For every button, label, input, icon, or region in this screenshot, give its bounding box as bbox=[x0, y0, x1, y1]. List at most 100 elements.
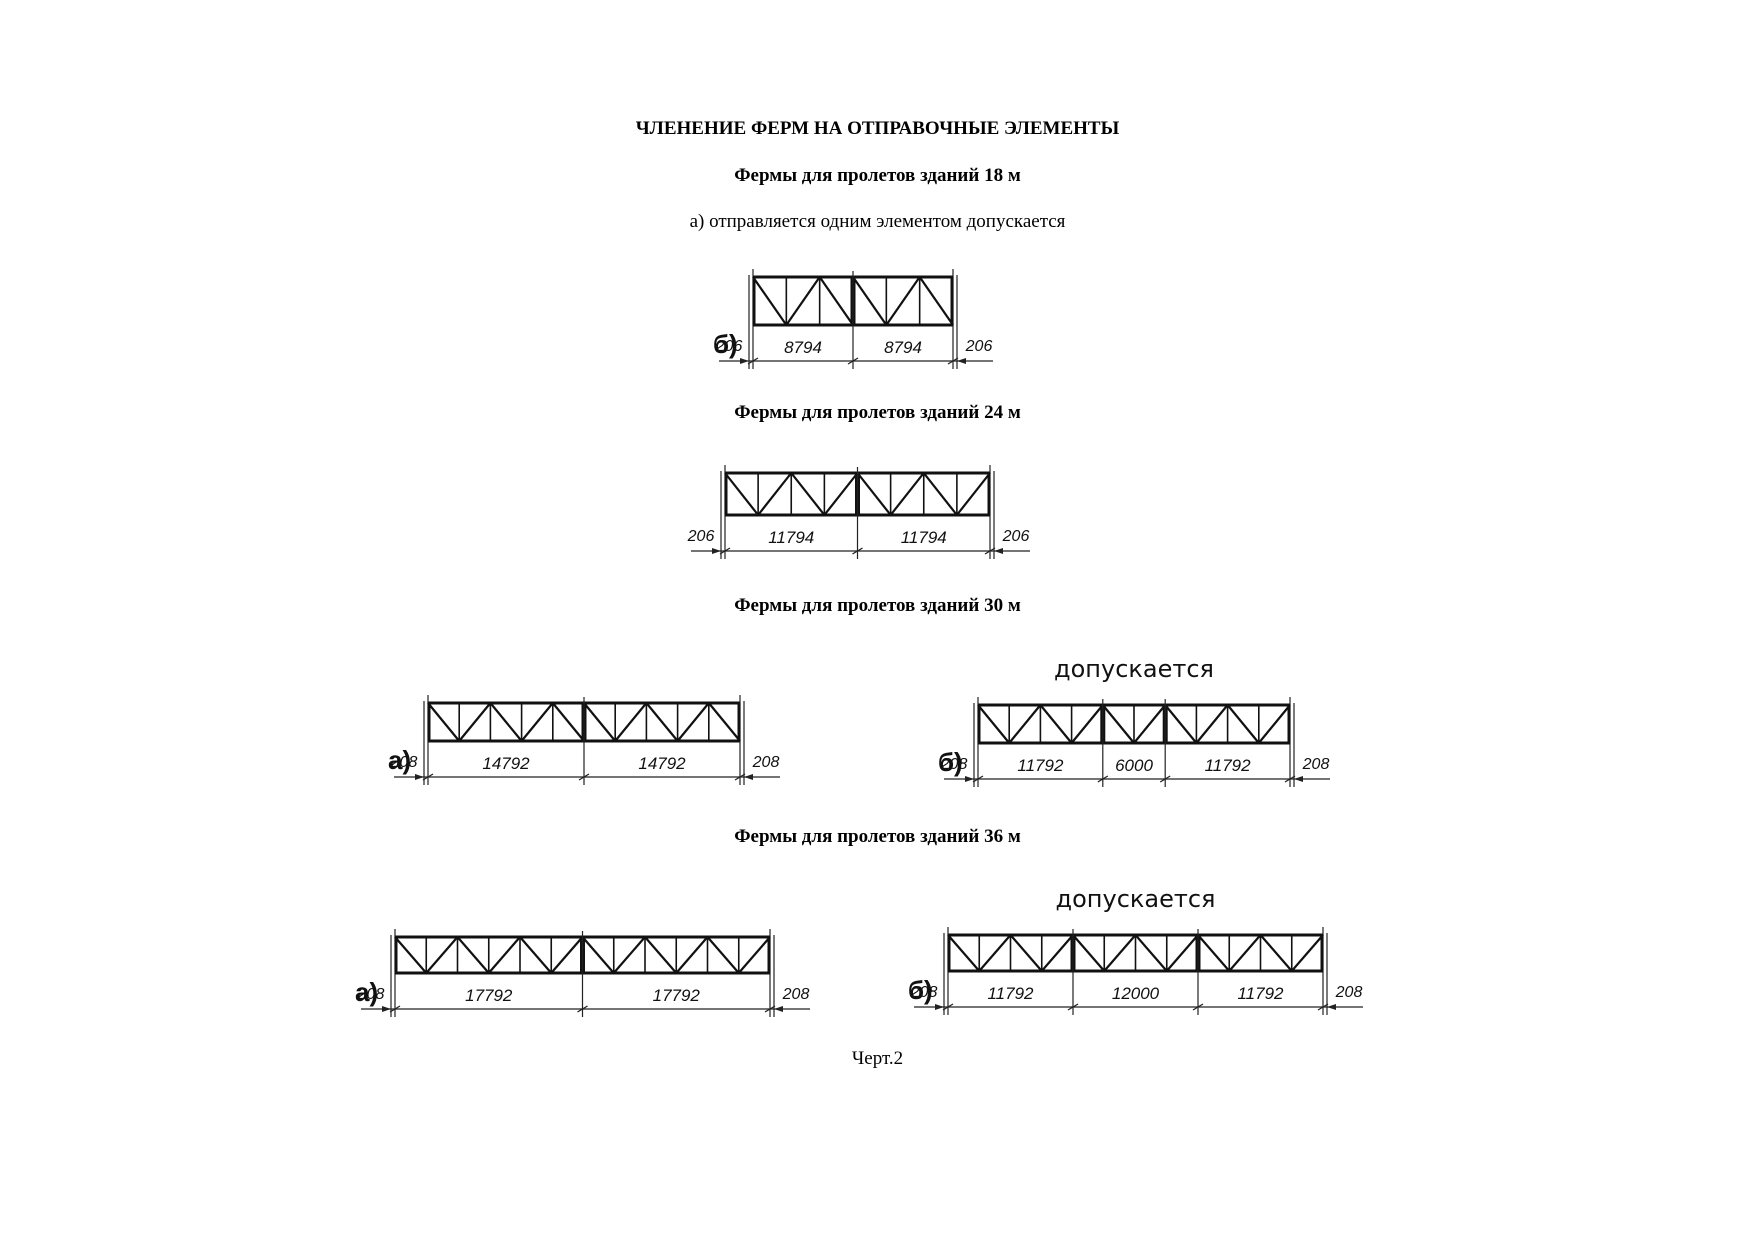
web-diagonal bbox=[1197, 934, 1231, 972]
segment-dimension: 6000 bbox=[1115, 756, 1153, 775]
arrow-mark bbox=[382, 1006, 391, 1012]
dimension-tick bbox=[577, 1005, 588, 1013]
web-diagonal bbox=[706, 936, 740, 974]
web-diagonal bbox=[394, 936, 428, 974]
arrow-mark bbox=[957, 358, 966, 364]
web-diagonal bbox=[675, 936, 709, 974]
permit-label: допускается bbox=[1054, 655, 1214, 683]
segment-dimension: 17792 bbox=[465, 986, 513, 1005]
web-diagonal bbox=[977, 704, 1011, 744]
dimension-tick bbox=[1097, 775, 1109, 783]
web-diagonal bbox=[1070, 704, 1104, 744]
segment-dimension: 11794 bbox=[901, 528, 947, 547]
page-title: ЧЛЕНЕНИЕ ФЕРМ НА ОТПРАВОЧНЫЕ ЭЛЕМЕНТЫ bbox=[635, 118, 1120, 139]
dimension-tick bbox=[947, 357, 959, 365]
web-diagonal bbox=[487, 936, 521, 974]
end-dimension-left: 206 bbox=[715, 338, 743, 355]
web-diagonal bbox=[1040, 934, 1074, 972]
segment-dimension: 12000 bbox=[1112, 984, 1160, 1003]
web-diagonal bbox=[1226, 704, 1260, 744]
dimension-tick bbox=[422, 773, 434, 781]
end-dimension-right: 206 bbox=[1002, 528, 1030, 545]
web-diagonal bbox=[752, 276, 788, 326]
web-diagonal bbox=[737, 936, 771, 974]
truss-segment bbox=[856, 471, 991, 517]
dimension-tick bbox=[1284, 775, 1296, 783]
section-heading-24m: Фермы для пролетов зданий 24 м bbox=[734, 402, 1021, 423]
dimension-tick bbox=[972, 775, 984, 783]
web-diagonal bbox=[978, 934, 1012, 972]
web-diagonal bbox=[614, 702, 648, 742]
variant-label: б) bbox=[908, 975, 933, 1005]
web-diagonal bbox=[724, 472, 759, 516]
web-diagonal bbox=[551, 702, 585, 742]
end-dimension-left: 206 bbox=[687, 528, 715, 545]
web-diagonal bbox=[1134, 934, 1168, 972]
truss-segment bbox=[852, 275, 954, 327]
web-diagonal bbox=[707, 702, 741, 742]
web-diagonal bbox=[818, 276, 854, 326]
end-dimension-right: 208 bbox=[1302, 756, 1330, 773]
arrow-mark bbox=[744, 774, 753, 780]
web-diagonal bbox=[489, 702, 523, 742]
arrow-mark bbox=[1294, 776, 1303, 782]
web-diagonal bbox=[856, 472, 892, 516]
end-dimension-left: 208 bbox=[357, 986, 385, 1003]
dimension-tick bbox=[852, 547, 863, 555]
dimension-tick bbox=[942, 1003, 954, 1011]
web-diagonal bbox=[790, 472, 826, 516]
end-dimension-left: 208 bbox=[940, 756, 968, 773]
arrow-mark bbox=[774, 1006, 783, 1012]
segment-dimension: 17792 bbox=[653, 986, 701, 1005]
web-diagonal bbox=[1133, 704, 1167, 744]
web-diagonal bbox=[1008, 704, 1042, 744]
web-diagonal bbox=[644, 936, 678, 974]
web-diagonal bbox=[1228, 934, 1262, 972]
dimension-tick bbox=[1067, 1003, 1079, 1011]
dimension-tick bbox=[719, 547, 731, 555]
segment-dimension: 14792 bbox=[638, 754, 686, 773]
web-diagonal bbox=[956, 472, 991, 516]
arrow-mark bbox=[965, 776, 974, 782]
web-diagonal bbox=[1290, 934, 1324, 972]
dimension-tick bbox=[847, 357, 859, 365]
arrow-mark bbox=[935, 1004, 944, 1010]
permit-label: допускается bbox=[1056, 885, 1216, 913]
truss-segment bbox=[1164, 703, 1291, 745]
dimension-tick bbox=[734, 773, 746, 781]
truss-segment bbox=[752, 275, 854, 327]
truss-segment bbox=[947, 933, 1074, 973]
web-diagonal bbox=[456, 936, 490, 974]
web-diagonal bbox=[458, 702, 492, 742]
arrow-mark bbox=[415, 774, 424, 780]
dimension-tick bbox=[1192, 1003, 1204, 1011]
web-diagonal bbox=[757, 472, 793, 516]
segment-dimension: 11792 bbox=[1205, 756, 1252, 775]
web-diagonal bbox=[581, 936, 615, 974]
arrow-mark bbox=[1327, 1004, 1336, 1010]
web-diagonal bbox=[823, 472, 859, 516]
web-diagonal bbox=[1165, 934, 1199, 972]
web-diagonal bbox=[676, 702, 710, 742]
web-diagonal bbox=[947, 934, 981, 972]
web-diagonal bbox=[1164, 704, 1198, 744]
web-diagonal bbox=[425, 936, 459, 974]
truss-segment bbox=[977, 703, 1104, 745]
web-diagonal bbox=[1009, 934, 1043, 972]
web-diagonal bbox=[1072, 934, 1106, 972]
segment-dimension: 11792 bbox=[987, 984, 1034, 1003]
web-diagonal bbox=[785, 276, 821, 326]
section-note-18m: а) отправляется одним элементом допускае… bbox=[689, 211, 1066, 232]
segment-dimension: 11792 bbox=[1237, 984, 1284, 1003]
web-diagonal bbox=[885, 276, 921, 326]
web-diagonal bbox=[519, 936, 553, 974]
arrow-mark bbox=[712, 548, 721, 554]
section-heading-30m: Фермы для пролетов зданий 30 м bbox=[734, 595, 1021, 616]
figure-caption: Черт.2 bbox=[851, 1048, 904, 1069]
truss-segment bbox=[1072, 933, 1199, 973]
segment-dimension: 8794 bbox=[784, 338, 822, 357]
